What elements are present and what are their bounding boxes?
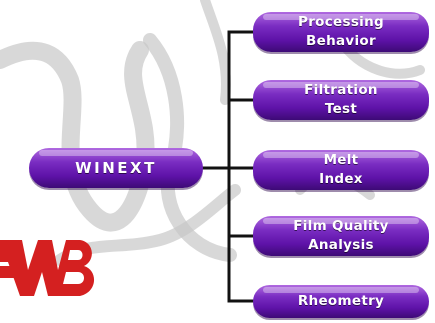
melt-index-label-line-2: Index xyxy=(319,171,363,187)
film-quality-analysis-node[interactable]: Film Quality Analysis xyxy=(253,216,429,256)
filtration-test-label-line-2: Test xyxy=(324,101,358,117)
filtration-test-node[interactable]: Filtration Test xyxy=(253,80,429,120)
processing-behavior-label-line-2: Behavior xyxy=(306,33,376,49)
winext-label: WINEXT xyxy=(75,158,157,177)
melt-index-label-line-1: Melt xyxy=(323,152,359,168)
rheometry-node[interactable]: Rheometry xyxy=(253,285,429,318)
film-quality-analysis-label-line-1: Film Quality xyxy=(293,218,389,234)
melt-index-node[interactable]: Melt Index xyxy=(253,150,429,190)
filtration-test-label-line-1: Filtration xyxy=(304,82,378,98)
processing-behavior-label-line-1: Processing xyxy=(298,14,384,30)
winext-node[interactable]: WINEXT xyxy=(29,148,203,188)
film-quality-analysis-label-line-2: Analysis xyxy=(308,237,374,253)
rheometry-label: Rheometry xyxy=(297,293,385,309)
wb-logo: WB xyxy=(0,240,95,296)
processing-behavior-node[interactable]: Processing Behavior xyxy=(253,12,429,52)
